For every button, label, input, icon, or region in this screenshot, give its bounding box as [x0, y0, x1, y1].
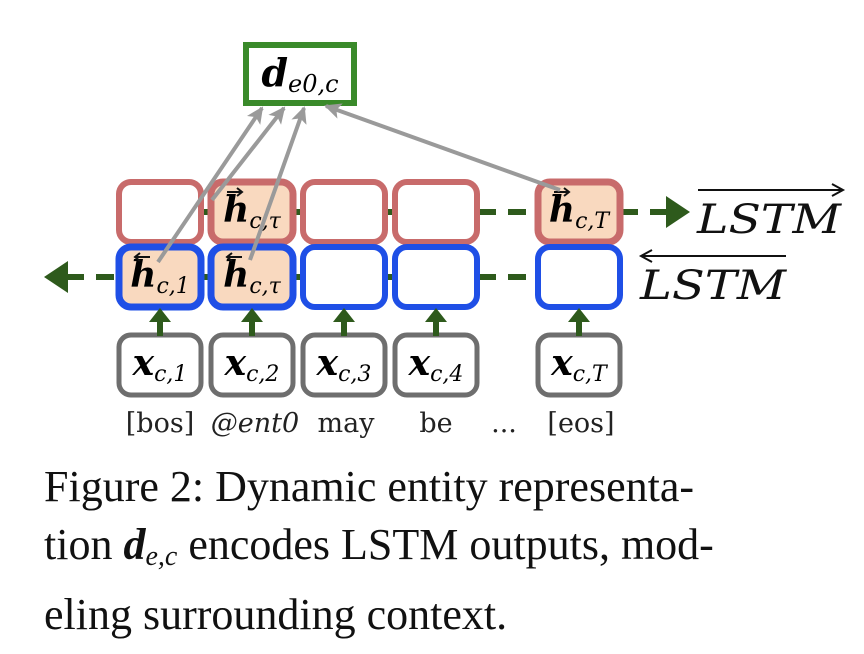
- input-node-3-symbol: x: [316, 342, 339, 384]
- backward-states: hc,1 hc,τ: [115, 243, 623, 311]
- input-node-2: xc,2: [208, 332, 296, 398]
- backward-lstm-label: LSTM: [639, 249, 787, 309]
- output-node: de0,c: [243, 42, 357, 106]
- input-arrows: [149, 308, 590, 336]
- token-labels: [bos] @ent0 may be ... [eos]: [126, 408, 615, 439]
- forward-lstm-label: LSTM: [696, 183, 846, 243]
- caption-math-symbol: d: [123, 520, 146, 569]
- input-node-4-symbol: x: [408, 342, 431, 384]
- forward-state-3: [300, 179, 388, 245]
- forward-state-4: [392, 179, 480, 245]
- input-arrow-1: [149, 308, 171, 336]
- input-node-1: xc,1: [116, 332, 204, 398]
- vector-arrow-mark: [225, 252, 242, 262]
- output-node-symbol: d: [261, 50, 288, 95]
- input-node-2-symbol: x: [224, 342, 247, 384]
- token-3: may: [318, 408, 376, 439]
- input-node-5-subscript: c,T: [573, 362, 609, 387]
- backward-state-2: hc,τ: [207, 243, 297, 311]
- attention-arrows: [156, 103, 561, 264]
- svg-text:LSTM: LSTM: [696, 197, 842, 243]
- backward-state-4: [392, 244, 480, 310]
- svg-text:hc,T: hc,T: [549, 189, 612, 234]
- svg-text:de0,c: de0,c: [261, 50, 338, 98]
- input-node-4: xc,4: [392, 332, 480, 398]
- arrow-from-backward-1: [156, 106, 264, 264]
- svg-text:xc,3: xc,3: [316, 342, 372, 387]
- token-2: @ent0: [211, 408, 299, 439]
- backward-state-1-subscript: c,1: [156, 274, 189, 299]
- forward-state-5: hc,T: [534, 178, 624, 246]
- output-node-subscript: e0,c: [288, 70, 339, 98]
- forward-state-2: hc,τ: [207, 178, 297, 246]
- backward-state-1: hc,1: [115, 243, 205, 311]
- entity-representation-diagram: de0,c hc,τ hc,T: [44, 42, 846, 439]
- arrow-from-forward-5: [324, 103, 561, 192]
- forward-state-5-subscript: c,T: [575, 209, 611, 234]
- arrow-from-forward-2: [210, 106, 286, 202]
- caption-line-2-end: encodes LSTM outputs, mod-: [177, 520, 714, 569]
- backward-state-2-symbol: h: [223, 254, 249, 296]
- caption-line-1: Figure 2: Dynamic entity representa-: [44, 462, 695, 511]
- input-nodes: xc,1 xc,2 xc,3 xc,4 xc,T: [116, 332, 623, 398]
- svg-text:hc,τ: hc,τ: [223, 254, 282, 299]
- backward-state-3: [300, 244, 388, 310]
- input-node-1-symbol: x: [132, 342, 155, 384]
- input-arrow-2: [241, 308, 263, 336]
- vector-arrow-mark: [133, 252, 150, 262]
- svg-text:hc,1: hc,1: [130, 254, 190, 299]
- forward-state-5-symbol: h: [549, 189, 575, 231]
- caption-line-3: eling surrounding context.: [44, 590, 508, 639]
- token-4: be: [419, 408, 452, 439]
- token-1: [bos]: [126, 408, 194, 439]
- svg-text:xc,1: xc,1: [132, 342, 188, 387]
- svg-text:hc,τ: hc,τ: [223, 189, 282, 234]
- input-arrow-3: [333, 308, 355, 336]
- arrow-from-backward-2: [248, 106, 307, 261]
- input-node-5: xc,T: [535, 332, 623, 398]
- svg-text:xc,4: xc,4: [408, 342, 464, 387]
- caption-math-subscript: e,c: [145, 541, 178, 572]
- input-node-2-subscript: c,2: [246, 362, 279, 387]
- input-node-1-subscript: c,1: [154, 362, 187, 387]
- token-6: [eos]: [547, 408, 614, 439]
- backward-state-2-subscript: c,τ: [249, 274, 281, 299]
- backward-arrowhead: [44, 261, 68, 293]
- forward-state-1: [116, 179, 204, 245]
- backward-state-5: [535, 244, 623, 310]
- forward-state-2-symbol: h: [223, 189, 249, 231]
- svg-text:LSTM: LSTM: [639, 263, 787, 309]
- caption-line-2-start: tion: [44, 520, 124, 569]
- backward-state-1-symbol: h: [130, 254, 156, 296]
- vector-arrow-mark: [227, 187, 244, 197]
- caption-line-2: tion de,c encodes LSTM outputs, mod-: [44, 516, 844, 586]
- svg-text:xc,T: xc,T: [550, 342, 609, 387]
- input-arrow-5: [568, 308, 590, 336]
- input-node-4-subscript: c,4: [430, 362, 463, 387]
- input-arrow-4: [425, 308, 447, 336]
- figure-caption: Figure 2: Dynamic entity representa- tio…: [44, 458, 844, 644]
- forward-states: hc,τ hc,T: [116, 178, 624, 246]
- input-node-3: xc,3: [300, 332, 388, 398]
- vector-arrow-mark: [554, 187, 571, 197]
- forward-arrowhead: [666, 196, 690, 228]
- input-node-5-symbol: x: [550, 342, 573, 384]
- token-5: ...: [491, 408, 517, 439]
- svg-text:xc,2: xc,2: [224, 342, 280, 387]
- input-node-3-subscript: c,3: [338, 362, 371, 387]
